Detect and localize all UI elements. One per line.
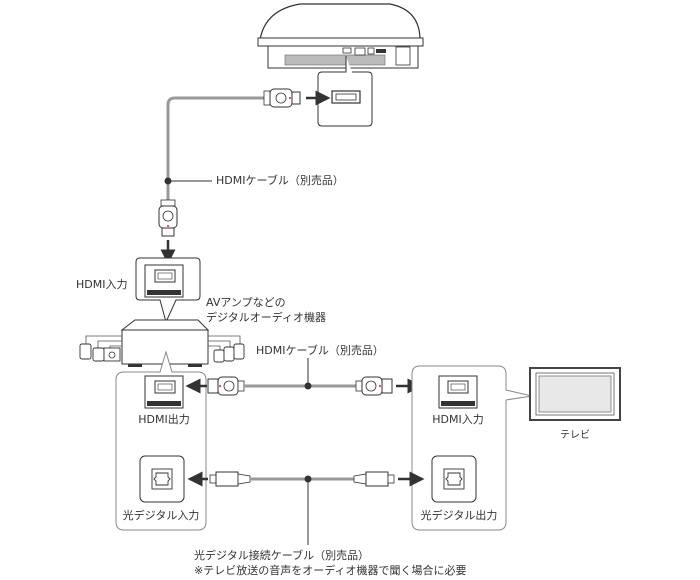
label-hdmi-cable-top: HDMIケーブル（別売品）	[216, 174, 344, 187]
label-tv-name: テレビ	[560, 430, 590, 441]
label-tv-hdmi-in: HDMI入力	[432, 413, 484, 426]
ps3-console	[257, 3, 424, 69]
tv-optical-out-port	[431, 455, 477, 503]
tv-hdmi-in-port	[438, 375, 478, 409]
amp-hdmi-in-callout	[135, 257, 201, 324]
hdmi-cable-top	[166, 96, 264, 200]
label-optical-cable-2: ※テレビ放送の音声をオーディオ機器で聞く場合に必要	[194, 564, 467, 577]
label-tv-optical-out: 光デジタル出力	[420, 509, 498, 522]
hdmi-plug-mid-left	[207, 376, 245, 396]
label-amp-optical-in: 光デジタル入力	[122, 509, 200, 522]
amp-optical-in-port	[139, 455, 185, 503]
tv-icon	[529, 367, 621, 421]
label-optical-cable-1: 光デジタル接続ケーブル（別売品）	[194, 549, 370, 562]
hdmi-plug-amp-in	[158, 199, 178, 237]
console-hdmi-port-callout	[317, 56, 373, 127]
label-amp-hdmi-in: HDMI入力	[76, 278, 128, 291]
hdmi-plug-top	[263, 88, 301, 108]
optical-plug-left	[209, 471, 251, 487]
hdmi-plug-mid-right	[355, 376, 393, 396]
optical-plug-right	[353, 471, 395, 487]
label-amp-name-1: AVアンプなどの	[206, 296, 286, 309]
av-amplifier	[79, 319, 245, 367]
label-amp-hdmi-out: HDMI出力	[138, 413, 190, 426]
label-hdmi-cable-mid: HDMIケーブル（別売品）	[256, 344, 384, 357]
amp-hdmi-out-port	[144, 375, 184, 409]
label-amp-name-2: デジタルオーディオ機器	[206, 311, 327, 324]
